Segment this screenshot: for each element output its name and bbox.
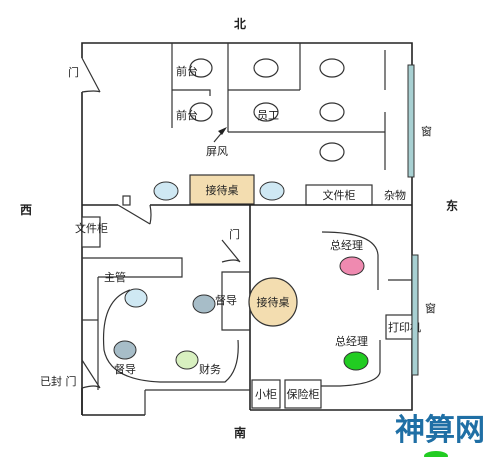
seat-staff-1 <box>253 58 279 78</box>
label-sealed-door: 已封 门 <box>40 374 77 388</box>
label-door-mid: 门 <box>229 227 240 241</box>
label-door-top-left: 门 <box>68 65 79 79</box>
label-general-manager-top: 总经理 <box>330 238 363 252</box>
label-small-cabinet: 小柜 <box>255 388 277 401</box>
door-swing-top-left <box>81 57 101 93</box>
seat-supervisor <box>124 288 148 308</box>
label-storage: 杂物 <box>384 188 406 202</box>
seat-supervisor-office <box>192 294 216 314</box>
file-cabinet-left <box>81 216 101 248</box>
label-finance: 财务 <box>199 362 221 376</box>
label-supervisor-bottom: 督导 <box>114 362 136 376</box>
direction-east: 东 <box>446 198 458 213</box>
label-reception-desk-round: 接待桌 <box>257 295 290 309</box>
watermark-logo: 神算网 <box>395 413 485 448</box>
label-file-cabinet-left: 文件柜 <box>75 221 108 235</box>
label-safe: 保险柜 <box>287 387 320 401</box>
desk-curve-left <box>102 289 239 383</box>
desk-curve-right-bottom <box>300 340 381 387</box>
desk-curve-right-top <box>321 231 379 290</box>
window-right <box>411 254 419 376</box>
label-window-top: 窗 <box>421 124 432 138</box>
watermark-dot <box>424 451 448 461</box>
partition-supervisor <box>82 257 183 278</box>
door-swing-middle <box>117 204 152 225</box>
label-supervisor: 主管 <box>104 270 126 284</box>
label-window-right: 窗 <box>425 301 436 315</box>
seat-front-desk-1 <box>189 58 213 78</box>
seat-finance <box>175 350 199 370</box>
seat-staff-4 <box>319 102 345 122</box>
partition-front-desk-middle <box>172 89 211 96</box>
seat-front-desk-2 <box>189 102 213 122</box>
seat-staff-5 <box>319 142 345 162</box>
wall-outer-bottom-right <box>250 390 413 411</box>
door-stop-middle <box>122 195 131 206</box>
seat-reception-right <box>259 181 285 201</box>
safe <box>284 379 322 409</box>
direction-west: 西 <box>20 203 32 217</box>
label-file-cabinet-top: 文件柜 <box>323 188 356 202</box>
label-front-desk-2: 前台 <box>176 108 198 122</box>
seat-general-manager-top <box>339 256 365 276</box>
label-general-manager-bottom: 总经理 <box>335 334 368 348</box>
direction-south: 南 <box>234 425 246 440</box>
printer <box>385 314 413 340</box>
partition-supervisor-office <box>221 271 250 331</box>
seat-reception-left <box>153 181 179 201</box>
seat-staff-3 <box>253 102 279 122</box>
door-swing-sealed <box>81 359 101 389</box>
small-cabinet <box>251 379 281 409</box>
label-reception-desk-top: 接待桌 <box>206 183 239 197</box>
label-supervisor-office: 督导 <box>215 293 237 307</box>
window-top <box>407 64 415 178</box>
reception-desk-top <box>189 174 255 205</box>
direction-north: 北 <box>234 16 246 31</box>
seat-staff-2 <box>319 58 345 78</box>
label-front-desk-1: 前台 <box>176 64 198 78</box>
door-swing-mid <box>221 239 241 263</box>
reception-desk-round <box>248 277 298 327</box>
label-screen: 屏风 <box>206 145 228 158</box>
seat-general-manager-bottom <box>343 351 369 371</box>
label-staff: 员工 <box>257 109 279 122</box>
screen-arrow-head <box>218 127 227 135</box>
seat-supervisor-bottom <box>113 340 137 360</box>
